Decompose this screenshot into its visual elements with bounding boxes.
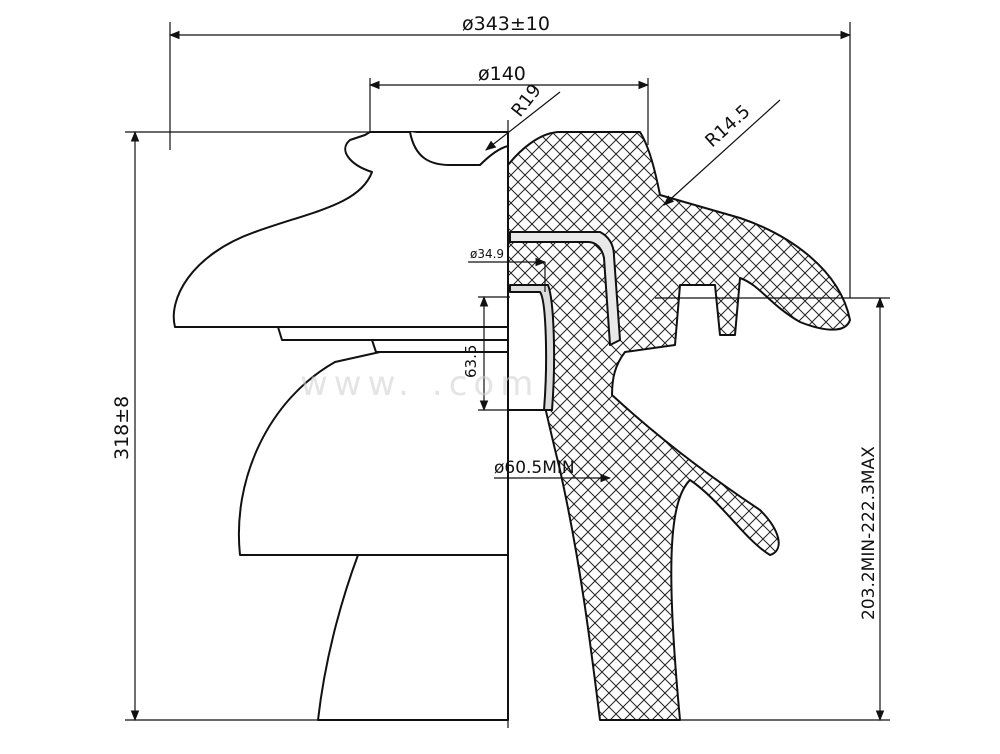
top-shed — [172, 131, 509, 328]
section-half — [507, 131, 851, 721]
under-plate-2 — [371, 339, 509, 353]
label-overall-height: 318±8 — [111, 396, 133, 460]
label-thread-depth: 63.5 — [462, 345, 480, 378]
dim-r19-leader — [485, 91, 561, 151]
label-leakage-height: 203.2MIN-222.3MAX — [859, 446, 879, 620]
dim-r14-leader — [663, 99, 781, 206]
under-plate-1 — [277, 326, 509, 341]
head-groove — [409, 131, 509, 166]
label-groove-radius: R19 — [507, 80, 545, 121]
label-hole-diameter: ø60.5MIN — [494, 458, 575, 478]
section-body — [507, 131, 851, 721]
lower-shed — [238, 351, 509, 556]
base-skirt — [317, 554, 509, 721]
watermark: www. .com — [300, 364, 539, 404]
label-edge-radius: R14.5 — [701, 101, 754, 152]
label-overall-diameter: ø343±10 — [462, 13, 550, 35]
cement-layer — [509, 231, 621, 346]
exterior-half — [172, 131, 509, 721]
label-top-diameter: ø140 — [478, 63, 526, 85]
label-thread-diameter: ø34.9 — [470, 247, 504, 261]
